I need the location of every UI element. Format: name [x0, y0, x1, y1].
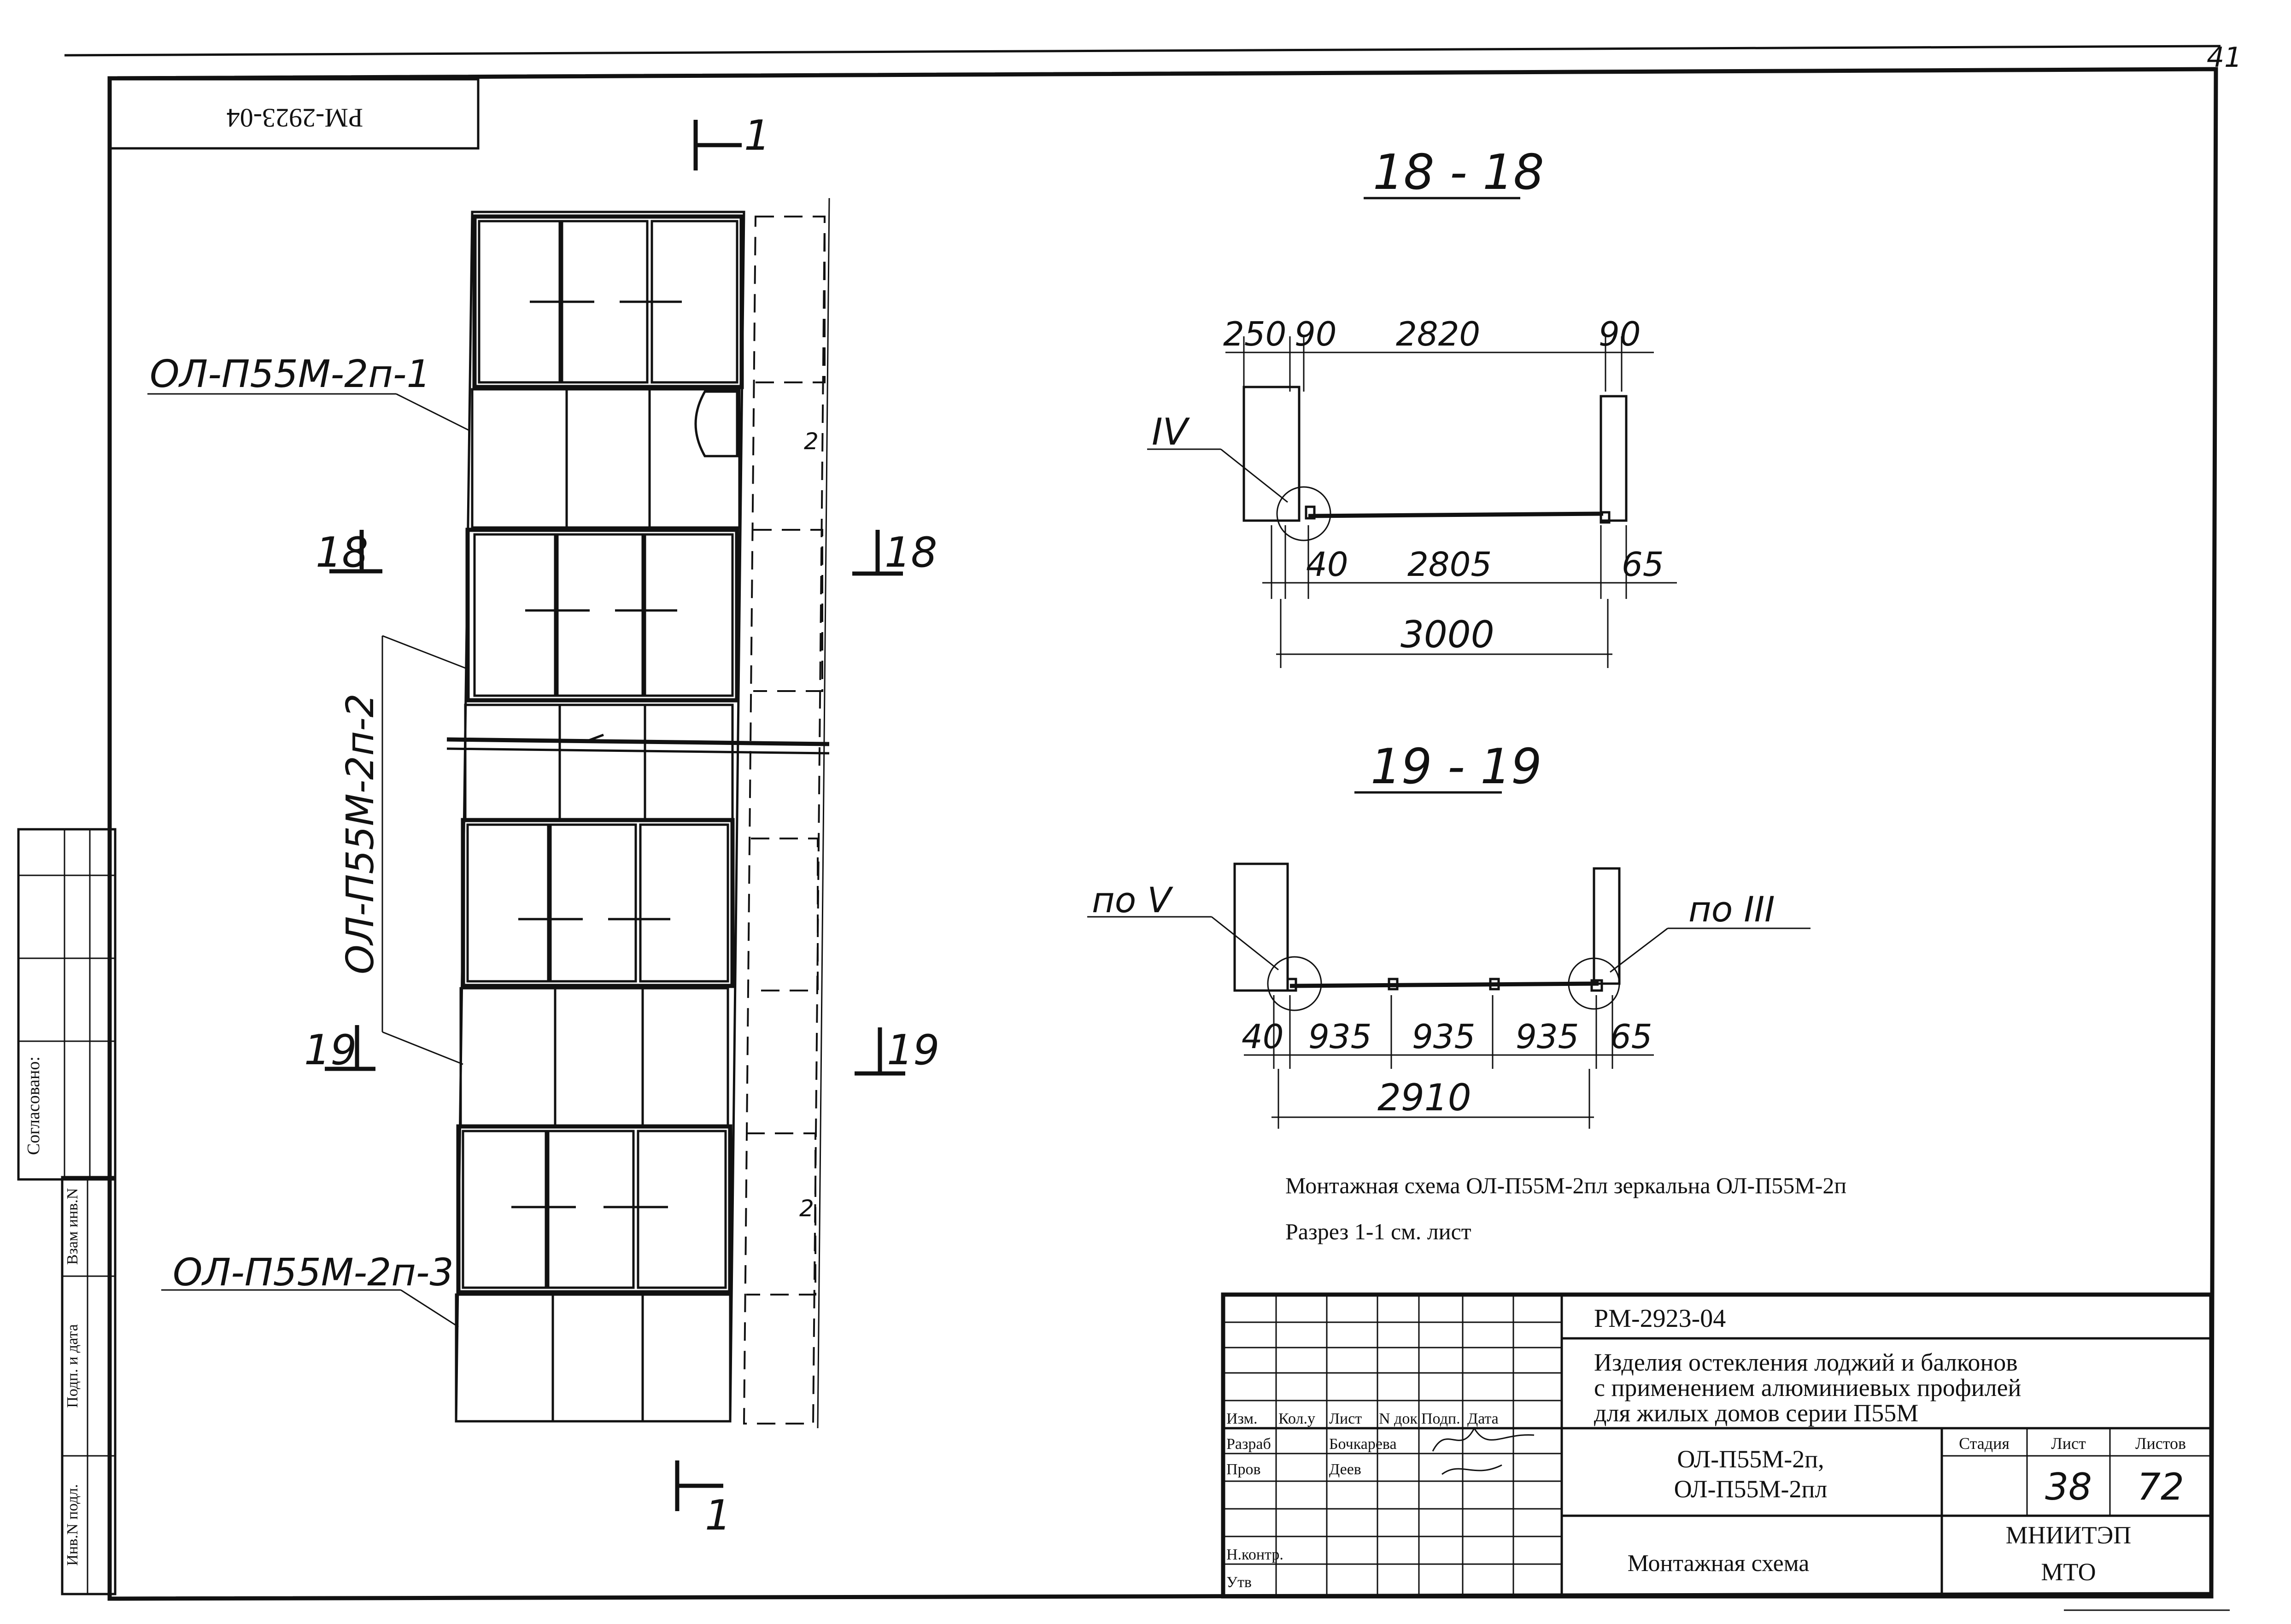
side-dim-1: 2 [804, 428, 819, 455]
section-18-title: 18 - 18 [1373, 144, 1544, 200]
section-19-title: 19 - 19 [1371, 739, 1542, 795]
s18-dim-mid-2: 2805 [1407, 545, 1492, 584]
tb-col-izm: Изм. [1226, 1410, 1258, 1427]
tb-row-prov: Пров [1226, 1461, 1261, 1478]
tb-col-kolu: Кол.у [1278, 1410, 1315, 1427]
unit-3-label: ОЛ-П55М-2п-3 [173, 1251, 454, 1295]
s19-dim-mid-1: 40 [1242, 1017, 1284, 1056]
header-code-box [108, 78, 480, 150]
left-stamp: Согласовано: Взам инв.N Подп. и дата Инв… [17, 828, 117, 1595]
side-dim-2: 2 [799, 1195, 814, 1222]
tb-col-podp: Подп. [1421, 1410, 1460, 1427]
section-19-node-right: по III [1688, 889, 1775, 930]
tb-col-list: Лист [1329, 1410, 1362, 1427]
tb-col-data: Дата [1467, 1410, 1499, 1427]
tb-row-razrab: Разраб [1226, 1436, 1271, 1453]
stamp-podp-data: Подп. и дата [64, 1324, 81, 1408]
cut-19-left-label: 19 [304, 1026, 357, 1074]
tb-doc-code: РМ-2923-04 [1594, 1304, 1726, 1333]
stamp-inv-podl: Инв.N подл. [64, 1484, 81, 1565]
tb-h-stadiya: Стадия [1959, 1434, 2010, 1453]
s19-dim-mid-2: 935 [1308, 1017, 1371, 1056]
section-18-drawing: 18 - 18 IV 250 90 2820 90 40 2805 65 [1147, 144, 1677, 668]
section-18-node: IV [1152, 410, 1190, 453]
cut-18-right-label: 18 [885, 528, 937, 577]
cut-1-top-label: 1 [744, 111, 770, 160]
section-19-node-left: по V [1092, 879, 1173, 920]
s18-dim-mid-1: 40 [1306, 545, 1348, 584]
s18-dim-top-1: 250 [1223, 315, 1286, 353]
unit-2-label: ОЛ-П55М-2п-2 [339, 693, 382, 974]
tb-v-listov: 72 [2137, 1466, 2184, 1508]
tb-org-1: МНИИТЭП [2006, 1521, 2132, 1549]
title-block: РМ-2923-04 Изделия остекления лоджий и б… [1221, 1292, 2214, 1599]
section-19-drawing: 19 - 19 по V по III 40 935 935 935 65 29 [1087, 739, 1811, 1129]
s18-dim-top-3: 2820 [1396, 315, 1480, 353]
tb-org-2: МТО [2041, 1558, 2096, 1586]
tb-title-2: с применением алюминиевых профилей [1594, 1374, 2021, 1401]
tb-v-list: 38 [2045, 1466, 2092, 1508]
tb-title-1: Изделия остекления лоджий и балконов [1594, 1348, 2018, 1376]
stamp-vzam-inv: Взам инв.N [64, 1188, 81, 1265]
tb-product-1: ОЛ-П55М-2п, [1677, 1445, 1824, 1473]
tb-product-2: ОЛ-П55М-2пл [1674, 1475, 1828, 1503]
note-mirror: Монтажная схема ОЛ-П55М-2пл зеркальна ОЛ… [1285, 1173, 1846, 1198]
top-edge-line [64, 45, 2221, 57]
s18-dim-top-4: 90 [1599, 315, 1641, 353]
tb-row-nkontr: Н.контр. [1226, 1546, 1283, 1563]
cut-19-right-label: 19 [887, 1026, 940, 1074]
note-section-ref: Разрез 1-1 см. лист [1285, 1219, 1471, 1244]
s18-dim-total: 3000 [1400, 613, 1494, 656]
cut-18-left-label: 18 [316, 528, 369, 577]
tb-name-razrab: Бочкарева [1329, 1436, 1397, 1453]
tb-name-prov: Деев [1329, 1461, 1361, 1478]
tb-row-utv: Утв [1226, 1574, 1252, 1591]
cut-1-bottom-label: 1 [705, 1491, 731, 1540]
tb-sheet-name: Монтажная схема [1628, 1550, 1810, 1577]
tb-title-3: для жилых домов серии П55М [1594, 1399, 1918, 1427]
s19-dim-mid-4: 935 [1516, 1017, 1579, 1056]
s19-dim-total: 2910 [1377, 1076, 1471, 1119]
signature-scribble [1432, 1426, 1535, 1475]
s19-dim-mid-5: 65 [1610, 1017, 1652, 1056]
header-code-rotated: РМ-2923-04 [227, 103, 363, 133]
stamp-agreed: Согласовано: [24, 1056, 43, 1155]
s18-dim-mid-3: 65 [1622, 545, 1664, 584]
tb-h-list: Лист [2051, 1434, 2086, 1453]
unit-1-label: ОЛ-П55М-2п-1 [150, 352, 431, 396]
sheet-number: 41 [2207, 41, 2242, 74]
s18-dim-top-2: 90 [1295, 315, 1337, 353]
tb-col-ndok: N док [1379, 1410, 1418, 1427]
elevation-drawing: 1 1 [147, 111, 940, 1540]
s19-dim-mid-3: 935 [1412, 1017, 1475, 1056]
tb-h-listov: Листов [2135, 1434, 2186, 1453]
